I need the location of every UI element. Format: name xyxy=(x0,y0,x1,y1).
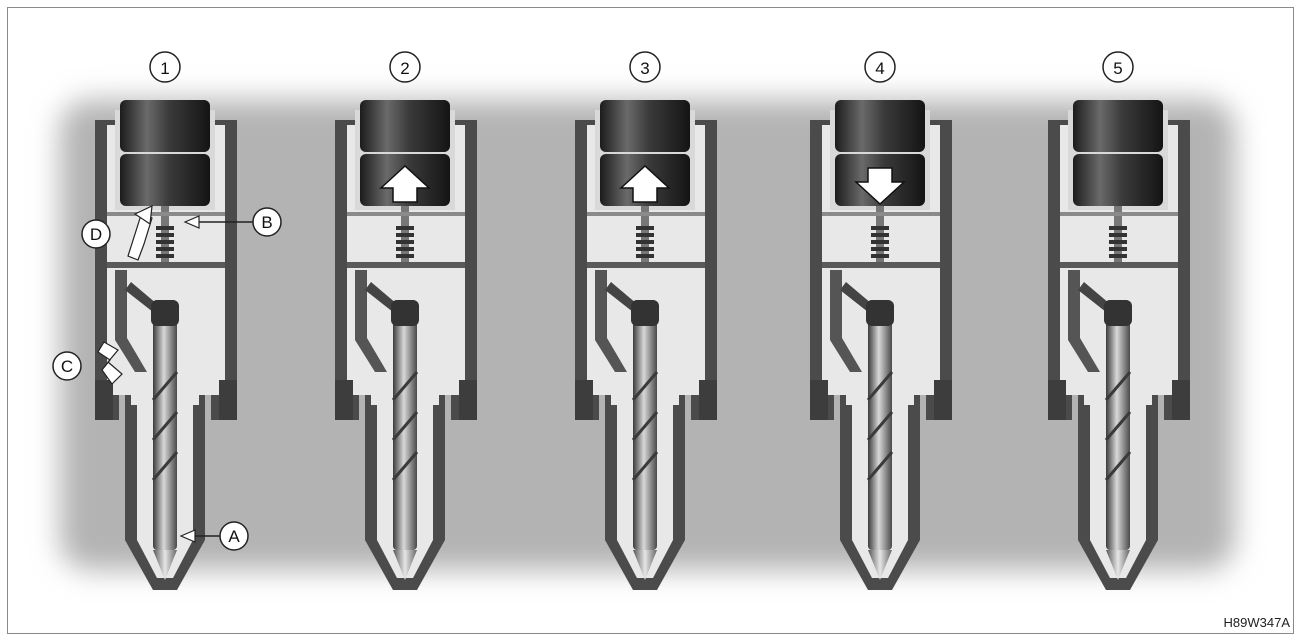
armature-cylinder xyxy=(120,154,210,206)
stage-number-badge: 4 xyxy=(864,51,896,83)
solenoid-cylinder xyxy=(360,100,450,152)
spring-coil xyxy=(636,247,654,251)
svg-text:D: D xyxy=(90,225,102,244)
callout-D: D xyxy=(81,205,153,261)
flow-arrow-icon xyxy=(127,211,153,261)
spring-coil xyxy=(871,240,889,244)
spring-coil xyxy=(156,226,174,230)
stage-number-badge: 1 xyxy=(149,51,181,83)
fuel-channel xyxy=(595,270,627,372)
up-arrow-icon xyxy=(379,164,431,203)
spring-coil xyxy=(636,254,654,258)
callout-B: B xyxy=(183,207,282,237)
svg-text:A: A xyxy=(228,527,240,546)
spring-coil xyxy=(871,247,889,251)
solenoid-cylinder xyxy=(600,100,690,152)
svg-text:5: 5 xyxy=(1113,59,1122,78)
callout-C: C xyxy=(52,341,123,385)
spring-coil xyxy=(636,233,654,237)
spring-coil xyxy=(156,240,174,244)
spring-coil xyxy=(396,226,414,230)
spring-coil xyxy=(871,233,889,237)
stage-number-badge: 2 xyxy=(389,51,421,83)
spring-coil xyxy=(396,254,414,258)
svg-text:B: B xyxy=(261,213,272,232)
injector-stage-1: 1 xyxy=(95,51,237,590)
armature-cylinder xyxy=(1073,154,1163,206)
injector-stage-3: 3 xyxy=(575,51,717,590)
spring-coil xyxy=(871,226,889,230)
figure-code: H89W347A xyxy=(1223,615,1290,630)
down-arrow-icon xyxy=(854,167,906,206)
fuel-channel xyxy=(1068,270,1100,372)
spring-coil xyxy=(396,233,414,237)
injector-stage-2: 2 xyxy=(335,51,477,590)
fuel-channel xyxy=(115,270,147,372)
svg-text:3: 3 xyxy=(640,59,649,78)
spring-coil xyxy=(871,254,889,258)
spring-coil xyxy=(636,240,654,244)
spring-coil xyxy=(636,226,654,230)
injector-stage-4: 4 xyxy=(810,51,952,590)
up-arrow-icon xyxy=(619,164,671,203)
svg-text:C: C xyxy=(61,357,73,376)
svg-text:1: 1 xyxy=(160,59,169,78)
callout-A: A xyxy=(179,521,249,551)
spring-coil xyxy=(156,247,174,251)
spring-coil xyxy=(1109,233,1127,237)
spring-coil xyxy=(396,247,414,251)
spring-coil xyxy=(396,240,414,244)
fuel-channel xyxy=(355,270,387,372)
spring-coil xyxy=(1109,240,1127,244)
injector-stage-5: 5 xyxy=(1048,51,1190,590)
solenoid-cylinder xyxy=(120,100,210,152)
solenoid-cylinder xyxy=(1073,100,1163,152)
solenoid-cylinder xyxy=(835,100,925,152)
fuel-channel xyxy=(830,270,862,372)
flow-arrow-icon xyxy=(97,341,123,385)
stage-number-badge: 5 xyxy=(1102,51,1134,83)
svg-text:4: 4 xyxy=(875,59,884,78)
svg-text:2: 2 xyxy=(400,59,409,78)
stage-number-badge: 3 xyxy=(629,51,661,83)
spring-coil xyxy=(1109,247,1127,251)
spring-coil xyxy=(156,233,174,237)
spring-coil xyxy=(1109,254,1127,258)
spring-coil xyxy=(156,254,174,258)
spring-coil xyxy=(1109,226,1127,230)
